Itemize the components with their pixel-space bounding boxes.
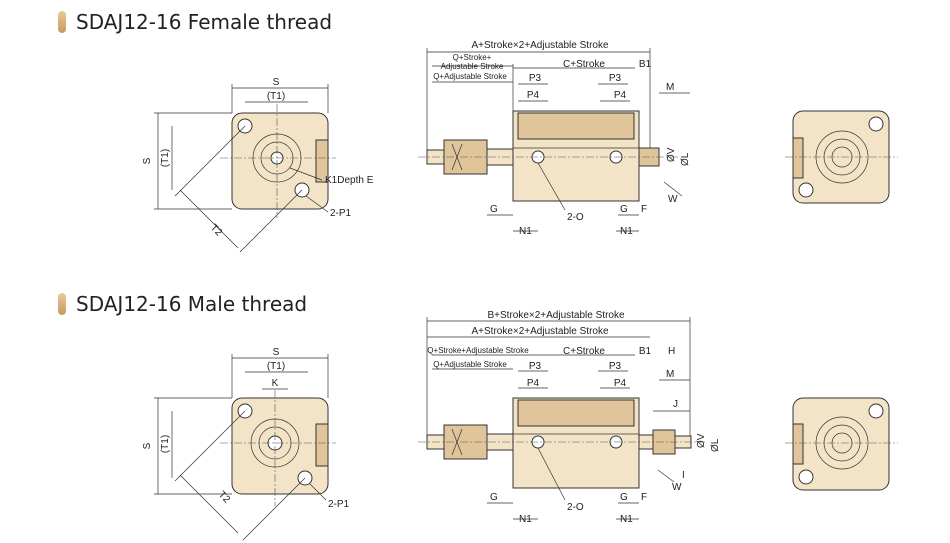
dim-t1-side: (T1) bbox=[160, 435, 171, 453]
dim-j: J bbox=[673, 399, 678, 410]
dim-t2: T2 bbox=[216, 489, 232, 505]
dim-n1-left: N1 bbox=[519, 514, 532, 525]
dim-p4-left: P4 bbox=[527, 378, 540, 389]
dim-k1: K1Depth E bbox=[325, 175, 374, 186]
dim-i: I bbox=[682, 470, 685, 481]
dim-v: ØV bbox=[696, 433, 707, 448]
dim-p3-left: P3 bbox=[529, 73, 542, 84]
mount-hole bbox=[798, 469, 814, 485]
dim-p1: 2-P1 bbox=[330, 208, 352, 219]
dim-n1-right: N1 bbox=[620, 226, 633, 237]
dim-p4-left: P4 bbox=[527, 90, 540, 101]
dim-q-stroke: Q+Stroke+Adjustable Stroke bbox=[427, 346, 529, 355]
dim-t1-side: (T1) bbox=[160, 149, 171, 167]
front-view-male: S (T1) K S (T1) T2 2-P1 bbox=[142, 347, 350, 541]
dim-q-adj: Q+Adjustable Stroke bbox=[433, 360, 507, 369]
dim-p3-left: P3 bbox=[529, 361, 542, 372]
dim-k: K bbox=[272, 378, 279, 389]
side-view-male: B+Stroke×2+Adjustable Stroke A+Stroke×2+… bbox=[418, 310, 721, 525]
section-title-female: SDAJ12-16 Female thread bbox=[58, 10, 332, 34]
dim-f: F bbox=[641, 492, 647, 503]
dim-t1: (T1) bbox=[267, 91, 285, 102]
dim-q-adj: Q+Adjustable Stroke bbox=[433, 72, 507, 81]
dim-l: ØL bbox=[680, 152, 691, 166]
mount-hole bbox=[868, 403, 884, 419]
cylinder-slot bbox=[517, 112, 635, 140]
dim-v: ØV bbox=[666, 147, 677, 162]
title-marker bbox=[58, 293, 66, 315]
dim-p3-right: P3 bbox=[609, 73, 622, 84]
dim-b1: B1 bbox=[639, 346, 652, 357]
dim-s-side: S bbox=[142, 442, 153, 449]
dim-p4-right: P4 bbox=[614, 90, 627, 101]
dim-p1: 2-P1 bbox=[328, 499, 350, 510]
dim-n1-left: N1 bbox=[519, 226, 532, 237]
rear-notch bbox=[792, 137, 804, 179]
dim-n1-right: N1 bbox=[620, 514, 633, 525]
dim-w: W bbox=[668, 194, 678, 205]
dim-g-left: G bbox=[490, 204, 498, 215]
mount-hole bbox=[798, 182, 814, 198]
cylinder-slot bbox=[517, 399, 635, 427]
dim-a-stroke: A+Stroke×2+Adjustable Stroke bbox=[471, 326, 608, 337]
dim-h: H bbox=[668, 346, 675, 357]
rear-notch bbox=[792, 423, 804, 465]
dim-g-right: G bbox=[620, 492, 628, 503]
dim-l: ØL bbox=[710, 438, 721, 452]
rear-view-male bbox=[785, 397, 898, 491]
dim-2o: 2-O bbox=[567, 502, 584, 513]
dim-q-stroke-1: Q+Stroke+ bbox=[453, 53, 492, 62]
rear-view-female bbox=[785, 110, 898, 204]
dim-b-stroke: B+Stroke×2+Adjustable Stroke bbox=[487, 310, 624, 321]
front-notch bbox=[315, 423, 329, 467]
side-view-female: A+Stroke×2+Adjustable Stroke Q+Stroke+ A… bbox=[418, 40, 691, 237]
title-marker bbox=[58, 11, 66, 33]
dim-q-stroke-2: Adjustable Stroke bbox=[441, 62, 504, 71]
dim-p3-right: P3 bbox=[609, 361, 622, 372]
dim-t1: (T1) bbox=[267, 361, 285, 372]
section-title-text: SDAJ12-16 Female thread bbox=[76, 10, 333, 34]
dim-g-left: G bbox=[490, 492, 498, 503]
dim-t2: T2 bbox=[208, 222, 224, 238]
dim-c-stroke: C+Stroke bbox=[563, 59, 605, 70]
dim-g-right: G bbox=[620, 204, 628, 215]
front-view-female: S (T1) S (T1) T2 K1Depth E 2-P1 bbox=[142, 77, 374, 253]
dim-m: M bbox=[666, 82, 674, 93]
mount-hole bbox=[868, 116, 884, 132]
dim-c-stroke: C+Stroke bbox=[563, 346, 605, 357]
dim-p4-right: P4 bbox=[614, 378, 627, 389]
dim-a-stroke: A+Stroke×2+Adjustable Stroke bbox=[471, 40, 608, 51]
front-notch bbox=[315, 139, 329, 183]
dim-f: F bbox=[641, 204, 647, 215]
dim-2o: 2-O bbox=[567, 212, 584, 223]
section-title-male: SDAJ12-16 Male thread bbox=[58, 292, 307, 316]
dim-s: S bbox=[273, 347, 280, 358]
dim-s-side: S bbox=[142, 157, 153, 164]
dim-s: S bbox=[273, 77, 280, 88]
dim-m: M bbox=[666, 369, 674, 380]
section-title-text: SDAJ12-16 Male thread bbox=[76, 292, 308, 316]
dim-w: W bbox=[672, 482, 682, 493]
dim-b1: B1 bbox=[639, 59, 652, 70]
